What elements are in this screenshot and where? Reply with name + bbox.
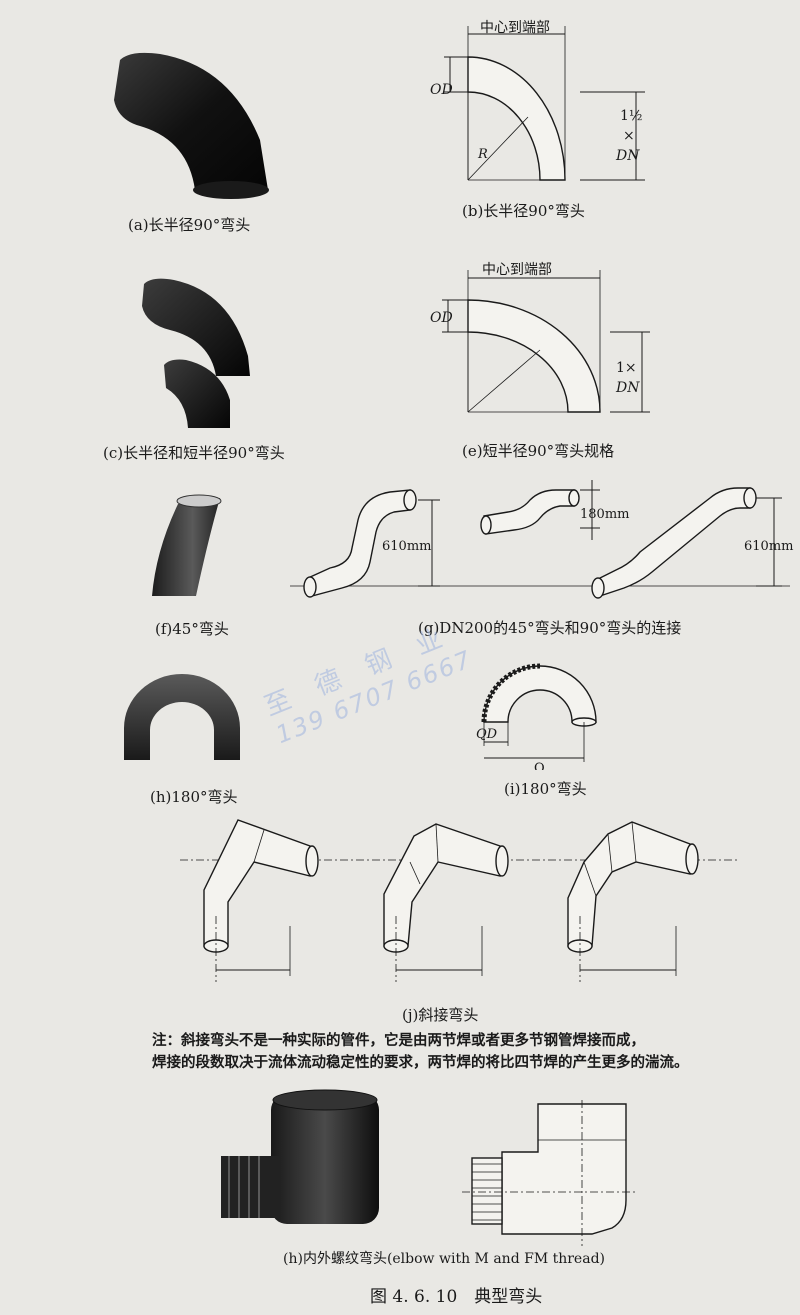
note-line-2: 焊接的段数取决于流体流动稳定性的要求，两节焊的将比四节焊的产生更多的湍流。 (152, 1055, 689, 1071)
label-center-to-end-b: 中心到端部 (480, 20, 550, 36)
caption-f: (f)45°弯头 (155, 620, 229, 638)
caption-i: (i)180°弯头 (504, 780, 587, 798)
label-dn-e: DN (615, 380, 640, 396)
label-610-right: 610mm (744, 539, 793, 554)
elbow-45-photo (152, 494, 222, 596)
caption-e: (e)短半径90°弯头规格 (462, 442, 615, 460)
label-610-left: 610mm (382, 539, 431, 554)
figure-title: 图 4. 6. 10 典型弯头 (370, 1287, 543, 1307)
label-one-half: 1½ (620, 108, 642, 124)
label-180: 180mm (580, 507, 629, 522)
note-line-1: 注：斜接弯头不是一种实际的管件，它是由两节焊或者更多节钢管焊接而成， (152, 1033, 645, 1049)
elbow-90-drawing-e: 中心到端部 OD 1× DN (430, 262, 650, 413)
elbow-180-photo (124, 674, 240, 760)
label-o: O (534, 761, 545, 770)
label-one-times: 1× (616, 360, 637, 376)
caption-b: (b)长半径90°弯头 (462, 202, 585, 220)
mitred-three-weld (383, 823, 509, 982)
threaded-elbow-photo (221, 1089, 379, 1224)
caption-threaded: (h)内外螺纹弯头(elbow with M and FM thread) (283, 1251, 605, 1267)
mitred-elbow-drawing (180, 819, 740, 982)
elbow-90-photo-a (114, 52, 269, 199)
caption-j: (j)斜接弯头 (402, 1006, 479, 1024)
caption-h: (h)180°弯头 (150, 788, 238, 806)
dn200-connection-drawing: 610mm 180mm 610mm (290, 480, 793, 599)
label-qd: QD (476, 727, 498, 742)
caption-a: (a)长半径90°弯头 (128, 216, 251, 234)
label-center-to-end-e: 中心到端部 (482, 262, 552, 278)
label-od-b: OD (430, 82, 453, 98)
elbow-90-photo-c (142, 278, 250, 428)
mitred-two-weld (203, 819, 319, 982)
caption-g: (g)DN200的45°弯头和90°弯头的连接 (418, 619, 682, 637)
threaded-elbow-drawing (462, 1100, 638, 1246)
elbow-180-drawing: QD O (476, 663, 597, 770)
label-r-b: R (477, 147, 488, 162)
mitred-four-weld (567, 821, 699, 982)
label-dn-b: DN (615, 148, 640, 164)
elbow-90-drawing-b: 中心到端部 OD R 1½ × DN (430, 20, 645, 181)
caption-c: (c)长半径和短半径90°弯头 (103, 444, 285, 462)
label-od-e: OD (430, 310, 453, 326)
mitre-note: 注：斜接弯头不是一种实际的管件，它是由两节焊或者更多节钢管焊接而成， 焊接的段数… (152, 1030, 752, 1074)
label-times-b: × (623, 128, 635, 144)
